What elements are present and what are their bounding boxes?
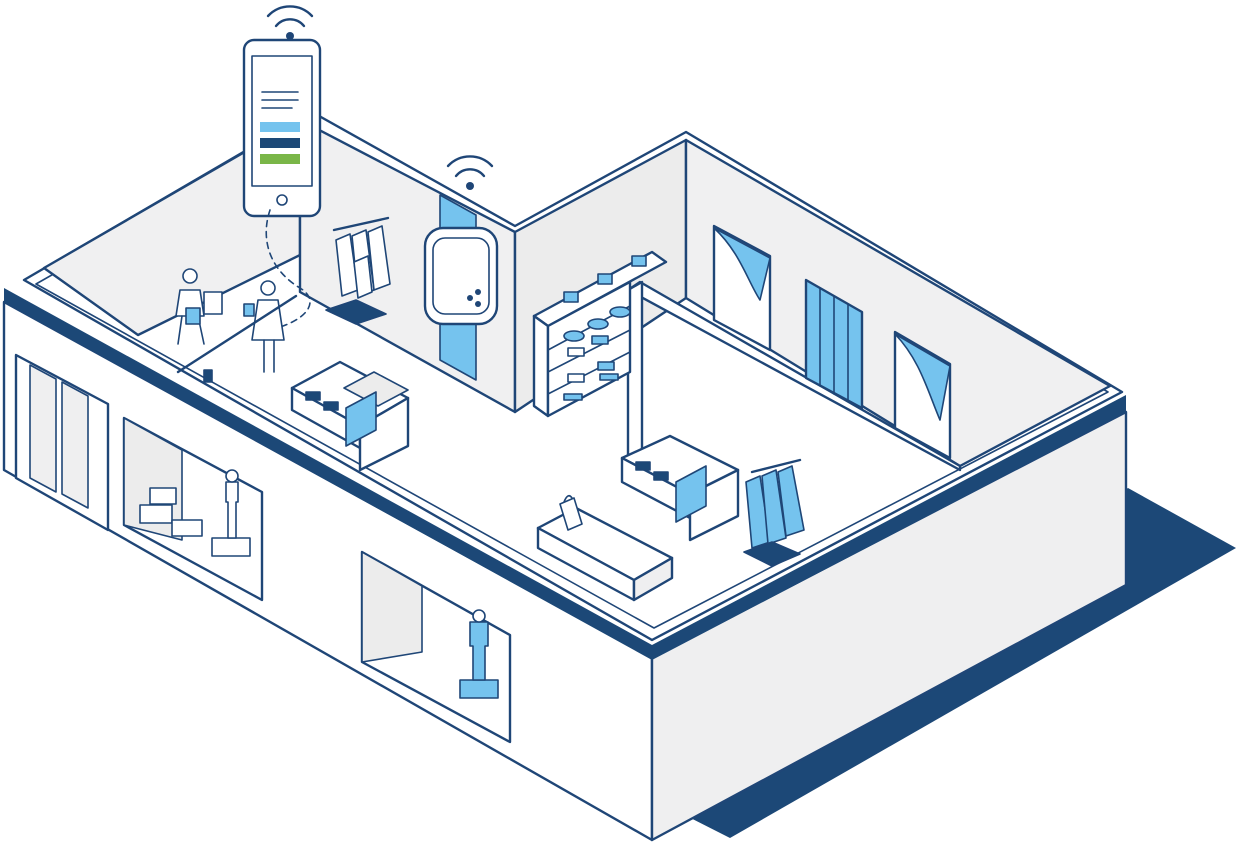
- window-3: [893, 330, 952, 460]
- mannequin: [211, 469, 251, 557]
- display-window-right: [360, 550, 512, 744]
- gift-boxes: [139, 487, 203, 537]
- sales-associate: [243, 280, 285, 373]
- beacon-column: [423, 194, 499, 381]
- dashed-connection-line: [265, 209, 311, 331]
- entrance-doors: [14, 353, 110, 532]
- beacon-dots-icon: [467, 289, 481, 307]
- window-2: [804, 278, 864, 410]
- shoes: [563, 373, 619, 401]
- shopping-bag: [559, 494, 583, 531]
- coat-rack: [743, 458, 805, 567]
- bench: [536, 494, 674, 602]
- display-case-right: [620, 434, 740, 542]
- roof-band-front: [4, 288, 652, 660]
- display-case: [290, 360, 410, 472]
- checkout-counter: [176, 294, 298, 374]
- tablet-screen-bar: [260, 138, 300, 148]
- clothes-rack: [325, 216, 391, 325]
- tablet-screen-bar: [260, 122, 300, 132]
- window-1: [712, 224, 772, 352]
- curtain: [894, 333, 951, 421]
- shopper-with-bags: [175, 268, 223, 345]
- display-window-left: [122, 416, 264, 602]
- mannequin: [459, 609, 499, 699]
- tablet-screen-bar: [260, 154, 300, 164]
- price-cards: [563, 255, 647, 303]
- shirts: [567, 335, 615, 383]
- hats: [563, 306, 631, 342]
- roof-band-side: [652, 395, 1126, 660]
- wifi-signal-icon: [266, 5, 314, 40]
- price-tag: [353, 255, 373, 299]
- curtain: [713, 227, 771, 301]
- wifi-signal-icon: [446, 155, 494, 190]
- shelving-unit: [532, 250, 668, 418]
- tablet-device: [242, 38, 322, 331]
